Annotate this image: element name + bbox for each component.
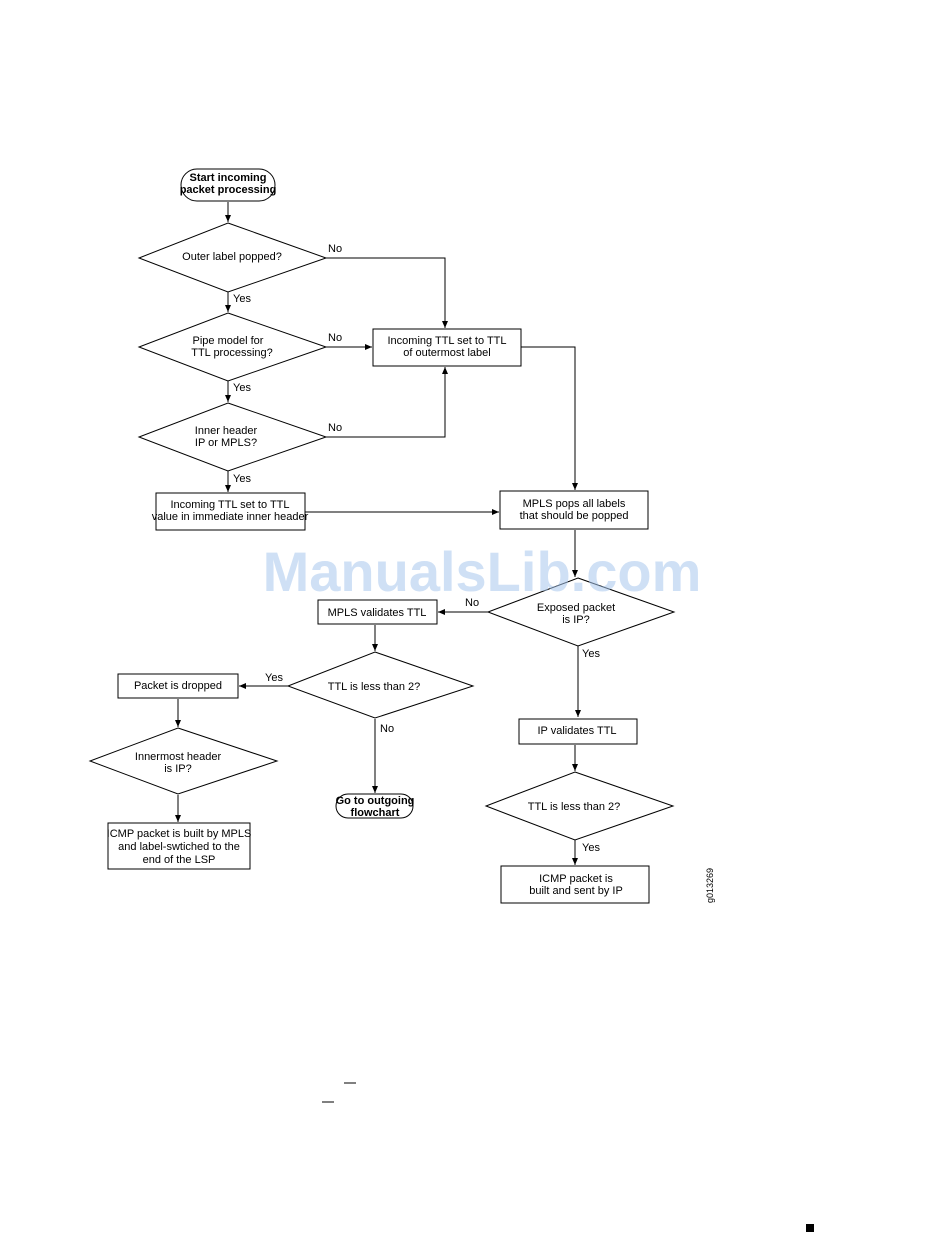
label-yes: Yes xyxy=(233,473,251,485)
process-text-line3: end of the LSP xyxy=(143,854,216,866)
decision-text: TTL is less than 2? xyxy=(528,801,621,813)
decision-ttl-less-left: TTL is less than 2? xyxy=(286,651,475,719)
decision-outer-label-popped: Outer label popped? xyxy=(137,222,328,293)
decision-text-line2: IP or MPLS? xyxy=(195,437,257,449)
decision-text: TTL is less than 2? xyxy=(328,681,421,693)
arrow-inner-no xyxy=(326,367,448,438)
label-yes: Yes xyxy=(582,842,600,854)
decision-ttl-less-right: TTL is less than 2? xyxy=(484,771,675,841)
start-text-line1: Start incoming xyxy=(189,172,266,184)
decision-text-line1: Innermost header xyxy=(135,751,222,763)
end-text-line2: flowchart xyxy=(351,807,400,819)
process-icmp-mpls: ICMP packet is built by MPLS and label-s… xyxy=(107,822,252,870)
process-text-line1: MPLS pops all labels xyxy=(523,498,626,510)
watermark: ManualsLib.com xyxy=(263,540,702,603)
process-mpls-pops: MPLS pops all labels that should be popp… xyxy=(499,490,649,530)
decision-text-line1: Pipe model for xyxy=(193,335,264,347)
process-text-line2: value in immediate inner header xyxy=(152,511,309,523)
label-no: No xyxy=(465,597,479,609)
decision-text-line2: TTL processing? xyxy=(191,347,273,359)
process-text-line2: and label-swtiched to the xyxy=(118,841,240,853)
label-no: No xyxy=(328,332,342,344)
process-text: IP validates TTL xyxy=(537,725,616,737)
process-text: MPLS validates TTL xyxy=(328,607,427,619)
process-text-line1: Incoming TTL set to TTL xyxy=(387,335,506,347)
connectors xyxy=(175,202,581,865)
process-text-line1: ICMP packet is xyxy=(539,873,613,885)
start-terminal: Start incoming packet processing xyxy=(180,168,277,202)
process-text: Packet is dropped xyxy=(134,680,222,692)
arrow-outermost-to-pops xyxy=(521,346,578,490)
edge-labels: No Yes No Yes No Yes No Yes Yes No Yes xyxy=(233,243,600,854)
decision-inner-header: Inner header IP or MPLS? xyxy=(137,402,328,472)
decision-exposed-ip: Exposed packet is IP? xyxy=(486,577,676,647)
process-ttl-inner: Incoming TTL set to TTL value in immedia… xyxy=(152,492,309,531)
label-yes: Yes xyxy=(233,293,251,305)
label-yes: Yes xyxy=(265,672,283,684)
process-mpls-validates: MPLS validates TTL xyxy=(317,599,438,625)
decision-text: Outer label popped? xyxy=(182,251,282,263)
decision-text-line1: Inner header xyxy=(195,425,258,437)
end-text-line1: Go to outgoing xyxy=(336,795,415,807)
process-ttl-outermost: Incoming TTL set to TTL of outermost lab… xyxy=(372,328,522,367)
label-no: No xyxy=(380,723,394,735)
decision-pipe-model: Pipe model for TTL processing? xyxy=(137,312,328,382)
process-packet-dropped: Packet is dropped xyxy=(117,673,239,699)
figure-id: g013269 xyxy=(705,868,715,903)
label-no: No xyxy=(328,243,342,255)
end-terminal-outgoing: Go to outgoing flowchart xyxy=(335,793,415,819)
page-end-square-icon xyxy=(806,1224,814,1232)
process-text-line2: of outermost label xyxy=(403,347,490,359)
process-text-line1: Incoming TTL set to TTL xyxy=(170,499,289,511)
process-text-line1: ICMP packet is built by MPLS xyxy=(107,828,252,840)
decision-text-line2: is IP? xyxy=(562,614,590,626)
process-icmp-ip: ICMP packet is built and sent by IP xyxy=(500,865,650,904)
decision-innermost-ip: Innermost header is IP? xyxy=(88,727,279,795)
label-yes: Yes xyxy=(233,382,251,394)
label-yes: Yes xyxy=(582,648,600,660)
arrow-outer-no xyxy=(326,257,448,328)
process-ip-validates: IP validates TTL xyxy=(518,718,638,745)
decision-text-line1: Exposed packet xyxy=(537,602,615,614)
decision-text-line2: is IP? xyxy=(164,763,192,775)
process-text-line2: that should be popped xyxy=(520,510,629,522)
label-no: No xyxy=(328,422,342,434)
process-text-line2: built and sent by IP xyxy=(529,885,623,897)
start-text-line2: packet processing xyxy=(180,184,277,196)
